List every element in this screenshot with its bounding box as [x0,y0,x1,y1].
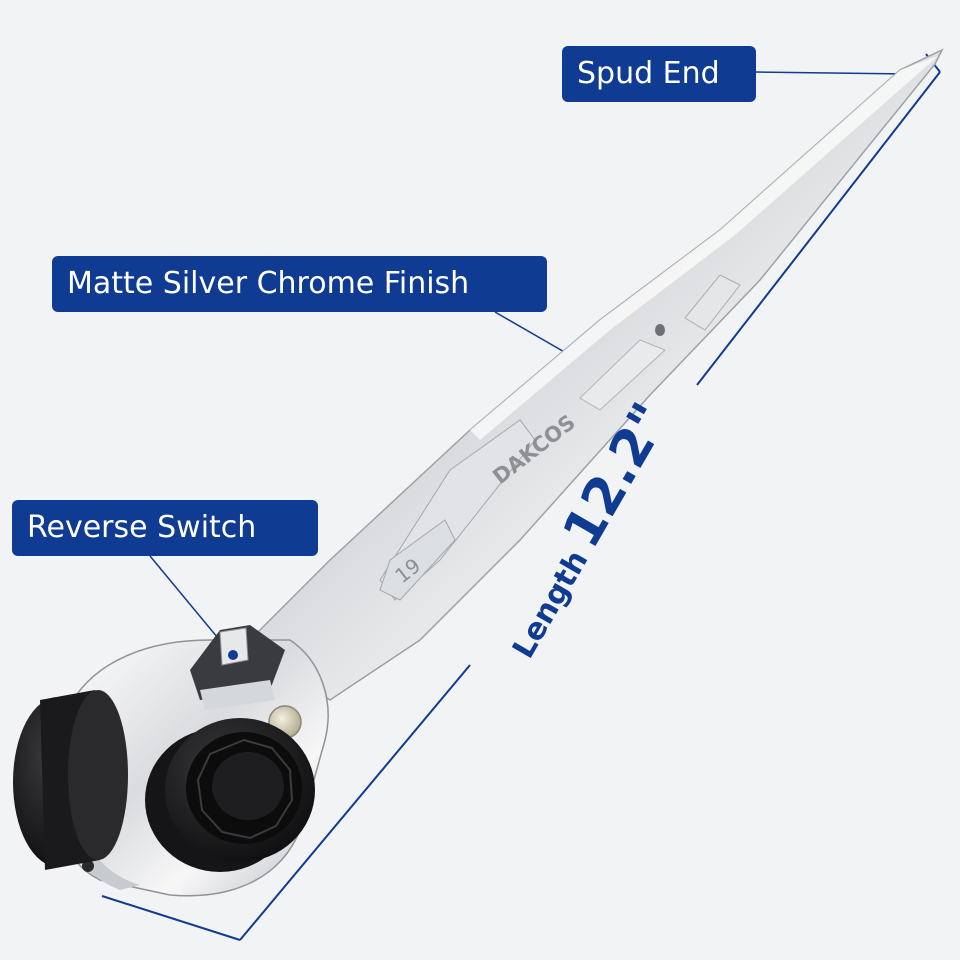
spud-leader [755,71,907,75]
dimension-line [101,53,941,941]
finish-label: Matte Silver Chrome Finish [52,256,547,312]
reverse-switch [190,625,285,710]
reverse-switch-label: Reverse Switch [12,500,318,556]
wrench-handle [248,48,944,701]
back-socket [13,690,128,870]
spud-end-label: Spud End [562,46,756,102]
switch-marker [228,650,238,660]
handle-hole [655,324,665,336]
front-socket [145,718,315,872]
